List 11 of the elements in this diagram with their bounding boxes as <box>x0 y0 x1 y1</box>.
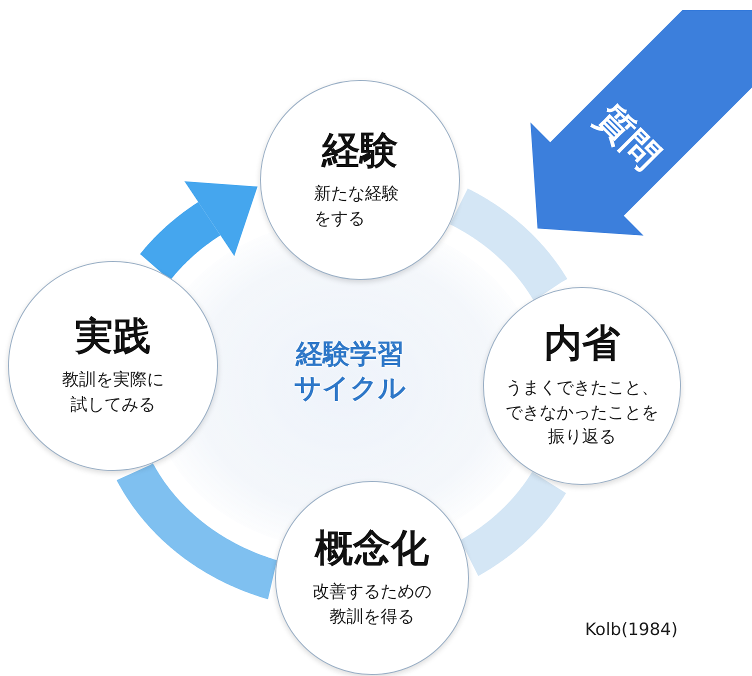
stage-description: 改善するための教訓を得る <box>312 581 432 629</box>
cycle-title: 経験学習サイクル <box>293 338 407 406</box>
stage-title: 概念化 <box>315 526 429 570</box>
arrow-label: 質問 <box>586 97 668 179</box>
stage-description: 新たな経験をする <box>314 183 400 231</box>
stage-description: 教訓を実際に試してみる <box>61 369 165 417</box>
stage-title: 内省 <box>544 322 620 366</box>
stage-description: うまくできたこと、できなかったことを振り返る <box>504 376 660 450</box>
citation: Kolb(1984) <box>585 620 678 640</box>
stage-title: 実践 <box>75 314 151 358</box>
stage-title: 経験 <box>322 128 398 172</box>
